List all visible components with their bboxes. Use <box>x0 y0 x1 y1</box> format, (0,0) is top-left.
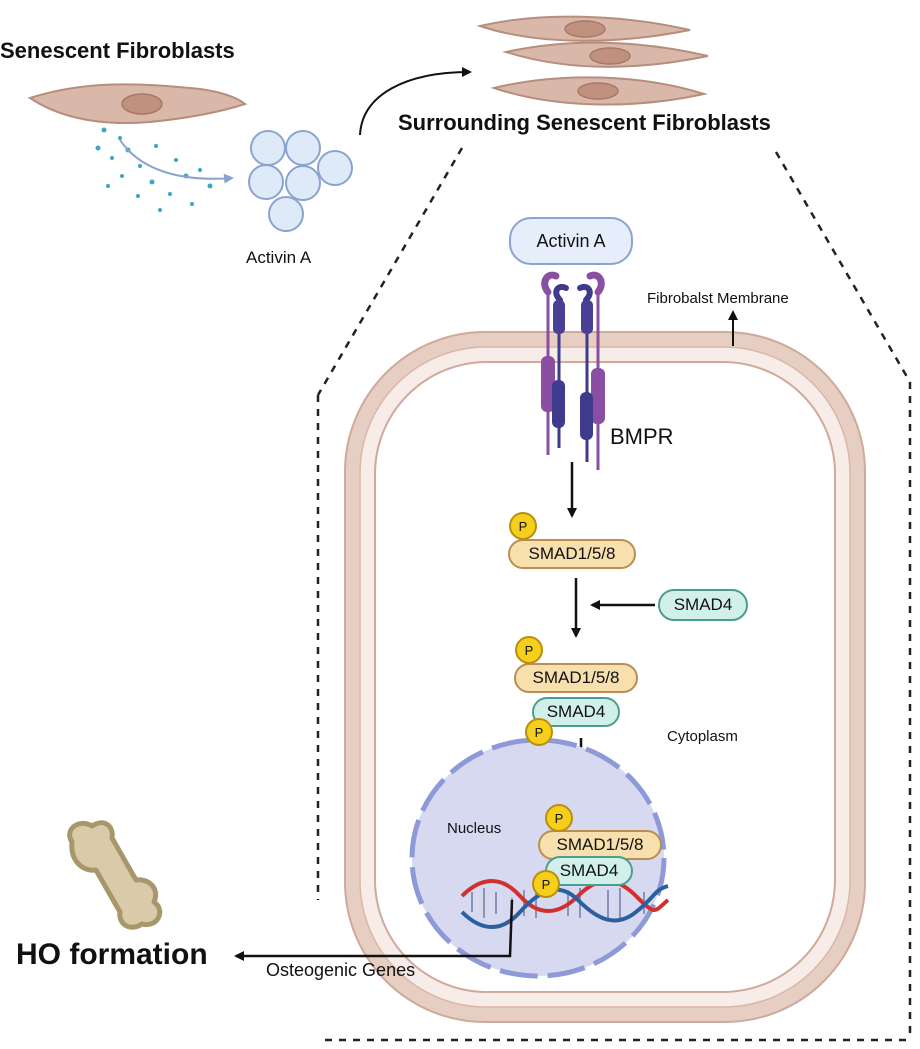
phospho-badge: P <box>509 512 537 540</box>
smad4-complex-2: SMAD4 <box>532 697 620 727</box>
activin-a-label: Activin A <box>246 248 312 267</box>
bmpr-receptor-icon <box>541 271 605 470</box>
phospho-badge: P <box>532 870 560 898</box>
senescent-fibroblasts-title: Senescent Fibroblasts <box>0 38 235 63</box>
phospho-badge: P <box>545 804 573 832</box>
cytoplasm-label: Cytoplasm <box>667 728 738 745</box>
phospho-badge: P <box>525 718 553 746</box>
smad158-nuclear: SMAD1/5/8 <box>538 830 662 860</box>
ho-formation-label: HO formation <box>16 938 208 971</box>
osteogenic-genes-label: Osteogenic Genes <box>266 960 416 980</box>
bone-icon <box>67 820 163 930</box>
activin-a-ligand: Activin A <box>509 217 633 265</box>
spread-arrow <box>359 67 472 136</box>
activin-cluster-icon <box>248 130 353 232</box>
nucleus-label: Nucleus <box>447 820 502 837</box>
smad158-phospho-1: SMAD1/5/8 <box>508 539 636 569</box>
fibroblast-cell-icon <box>27 83 248 124</box>
smad158-complex-2: SMAD1/5/8 <box>514 663 638 693</box>
bmpr-label: BMPR <box>610 424 674 449</box>
secretion-arrow <box>119 139 234 184</box>
zoom-lines <box>316 147 912 1042</box>
phospho-badge: P <box>515 636 543 664</box>
smad4-free: SMAD4 <box>658 589 748 621</box>
dna-helix-icon <box>460 879 670 929</box>
surrounding-fibroblasts-title: Surrounding Senescent Fibroblasts <box>398 110 771 135</box>
osteogenic-arrow <box>234 899 514 961</box>
membrane-label: Fibrobalst Membrane <box>647 290 789 307</box>
activin-particles-icon <box>95 127 213 212</box>
